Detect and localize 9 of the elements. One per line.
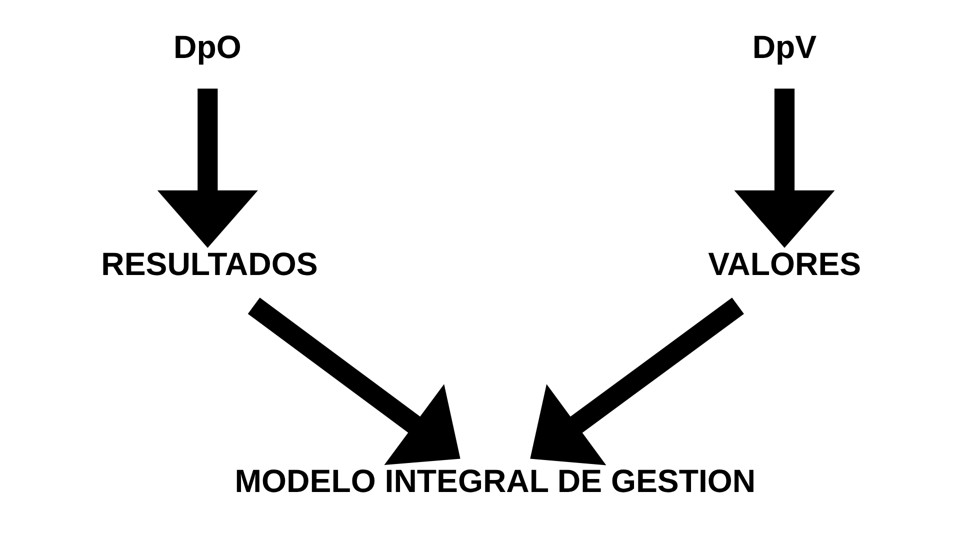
node-text: MODELO INTEGRAL DE GESTION: [234, 463, 756, 500]
node-text: DpV: [752, 29, 816, 66]
node-text: DpO: [172, 29, 241, 66]
arrow: [530, 298, 744, 466]
arrow: [156, 88, 258, 248]
node-text: RESULTADOS: [100, 246, 318, 282]
arrow: [734, 88, 834, 248]
arrow: [247, 298, 460, 465]
node-text: VALORES: [708, 246, 861, 282]
